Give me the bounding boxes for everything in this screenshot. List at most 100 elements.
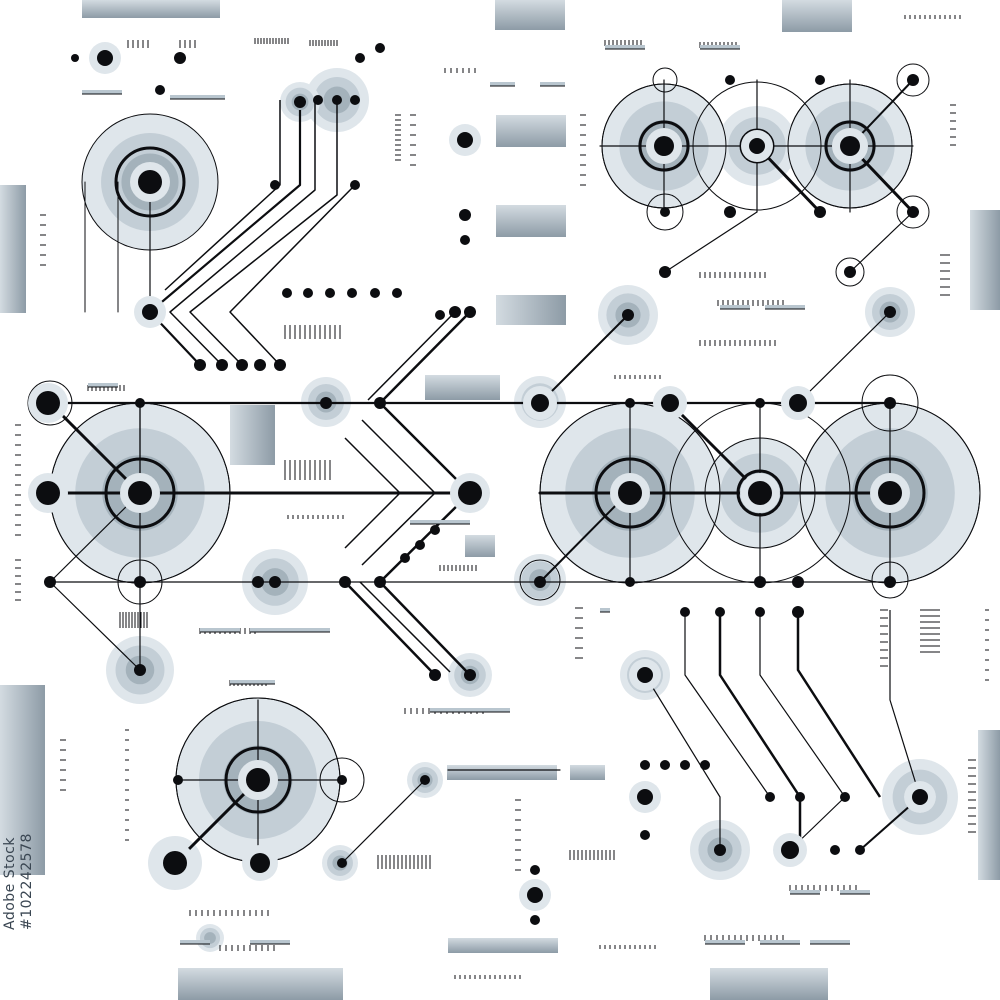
dash-block — [720, 305, 750, 309]
node-dot — [194, 359, 206, 371]
connector-polyline — [644, 674, 721, 850]
node-dot — [527, 887, 543, 903]
node-dot — [216, 359, 228, 371]
node-dot — [254, 359, 266, 371]
node-dot — [765, 792, 775, 802]
ring-outline — [896, 195, 930, 229]
node-dot — [815, 75, 825, 85]
gradient-bar — [710, 968, 828, 1000]
dash-block — [605, 45, 645, 49]
connector-line — [49, 581, 141, 671]
connector-polyline — [344, 437, 401, 549]
node-dot — [350, 95, 360, 105]
node-dot — [830, 845, 840, 855]
node-dot — [781, 841, 799, 859]
dash-block — [430, 708, 470, 712]
node-dot — [325, 288, 335, 298]
dash-block — [810, 940, 850, 944]
node-dot — [460, 235, 470, 245]
node-dot — [173, 775, 183, 785]
node-dot — [163, 851, 187, 875]
node-dot — [530, 865, 540, 875]
node-dot — [303, 288, 313, 298]
node-dot — [128, 481, 152, 505]
node-dot — [337, 775, 347, 785]
stock-id-caption: Adobe Stock #102242578 — [2, 833, 202, 930]
node-dot — [435, 310, 445, 320]
node-dot — [625, 398, 635, 408]
node-dot — [282, 288, 292, 298]
dash-block — [250, 628, 290, 632]
node-dot — [246, 768, 270, 792]
gradient-bar — [230, 405, 275, 465]
connector-polyline — [359, 581, 451, 673]
node-dot — [449, 306, 461, 318]
connector-polyline — [379, 311, 471, 404]
connector-polyline — [889, 610, 921, 798]
node-dot — [370, 288, 380, 298]
node-dot — [840, 792, 850, 802]
ring-outline — [896, 63, 930, 97]
connector-polyline — [341, 779, 426, 864]
connector-line — [849, 211, 914, 273]
connector-polyline — [367, 311, 456, 401]
node-dot — [374, 576, 386, 588]
node-dot — [134, 664, 146, 676]
connector-polyline — [718, 612, 802, 850]
dash-block — [195, 95, 225, 99]
node-dot — [884, 306, 896, 318]
node-dot — [724, 206, 736, 218]
node-dot — [250, 853, 270, 873]
node-dot — [792, 576, 804, 588]
gradient-bar — [425, 375, 500, 400]
node-dot — [637, 789, 653, 805]
gradient-bar — [782, 0, 852, 32]
node-dot — [135, 398, 145, 408]
node-dot — [459, 209, 471, 221]
dash-block — [88, 383, 118, 387]
connector-polyline — [148, 110, 302, 366]
gradient-bar — [465, 535, 495, 557]
connector-polyline — [361, 419, 436, 566]
node-dot — [464, 669, 476, 681]
dash-block — [290, 628, 330, 632]
node-dot — [754, 576, 766, 588]
dash-block — [840, 890, 870, 894]
dash-block — [410, 520, 470, 524]
stock-number-text: #102242578 — [19, 833, 35, 930]
gradient-bar — [447, 765, 557, 780]
node-dot — [71, 54, 79, 62]
gradient-bar — [496, 295, 566, 325]
node-dot — [622, 309, 634, 321]
gradient-bar — [496, 205, 566, 237]
dash-block — [250, 940, 290, 944]
node-dot — [530, 915, 540, 925]
node-dot — [36, 481, 60, 505]
node-dot — [236, 359, 248, 371]
node-dot — [252, 576, 264, 588]
node-dot — [355, 53, 365, 63]
ring-outline — [519, 559, 561, 601]
connector-polyline — [49, 492, 141, 583]
node-dot — [350, 180, 360, 190]
connector-polyline — [169, 100, 316, 366]
gradient-bar — [178, 968, 343, 1000]
dash-block — [470, 708, 510, 712]
connector-polyline — [539, 492, 629, 583]
node-dot — [458, 481, 482, 505]
node-dot — [840, 136, 860, 156]
connector-polyline — [48, 401, 142, 495]
dash-block — [82, 90, 122, 94]
node-dot — [36, 391, 60, 415]
node-dot — [660, 760, 670, 770]
gradient-bar — [970, 210, 1000, 310]
node-dot — [375, 43, 385, 53]
node-dot — [155, 85, 165, 95]
node-dot — [907, 74, 919, 86]
node-dot — [415, 540, 425, 550]
connector-polyline — [668, 401, 762, 495]
ring-outline — [646, 193, 684, 231]
node-dot — [269, 576, 281, 588]
node-dot — [430, 525, 440, 535]
